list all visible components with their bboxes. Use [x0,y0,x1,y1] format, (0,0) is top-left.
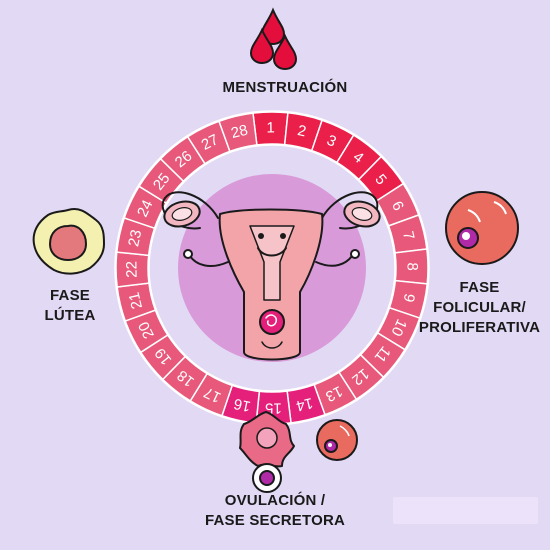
cycle-day-number: 9 [400,292,418,304]
luteal-phase-label: FASE LÚTEA [44,287,96,324]
cycle-day-number: 21 [126,290,146,310]
cycle-day-number: 14 [294,394,314,414]
cycle-day-number: 20 [135,319,158,341]
cycle-day-number: 12 [349,365,373,389]
ovulation-phase-label: OVULACIÓN / FASE SECRETORA [204,492,346,529]
cycle-day-number: 16 [232,395,252,415]
cycle-day-segment-28 [218,112,258,153]
menstruation-label: MENSTRUACIÓN [222,79,348,96]
cycle-day-number: 17 [201,383,223,405]
cycle-day-number: 1 [266,119,275,136]
cycle-day-number: 22 [123,261,140,278]
cycle-day-number: 26 [172,148,196,172]
cycle-day-number: 27 [199,131,221,154]
ovum-icon [252,463,282,493]
cycle-day-number: 19 [152,345,176,369]
cycle-day-number: 8 [403,262,420,271]
follicle-icon [445,191,519,265]
blank-panel [393,497,538,524]
cycle-day-number: 13 [323,382,345,405]
corpus-luteum-icon [32,208,105,275]
ring-outline [148,144,396,392]
cycle-day-number: 24 [134,197,156,219]
cycle-day-number: 10 [387,316,409,338]
uterus-illustration [161,191,381,361]
cycle-day-number: 25 [150,170,174,194]
cycle-day-number: 2 [296,122,308,140]
cycle-day-number: 7 [399,229,417,241]
small-follicle-icon [316,419,358,461]
cycle-day-number: 28 [229,122,249,142]
cycle-day-number: 18 [174,366,198,390]
cycle-day-number: 23 [125,228,145,248]
follicular-phase-label: FASE FOLICULAR/ PROLIFERATIVA [418,279,541,336]
blood-drops-icon [249,7,298,71]
